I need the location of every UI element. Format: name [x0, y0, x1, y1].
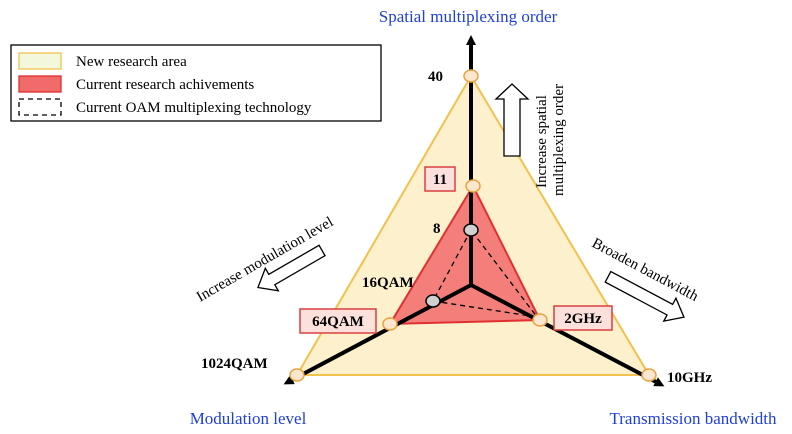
marker-bandwidth-max	[641, 368, 657, 382]
label-box-spatial	[424, 166, 456, 192]
marker-modulation-current	[382, 317, 398, 331]
axis-title-modulation: Modulation level	[190, 409, 307, 428]
legend-label-new-area: New research area	[76, 54, 187, 70]
legend: New research area Current research achiv…	[10, 44, 382, 122]
arrow-increase-modulation-icon	[257, 244, 326, 292]
marker-spatial-oam	[463, 223, 479, 237]
label-spatial-oam: 8	[433, 221, 441, 237]
arrow-label-spatial-line1: Increase spatial	[534, 95, 550, 188]
axis-bandwidth	[470, 283, 665, 387]
current-research-achievements	[388, 183, 542, 326]
label-box-bandwidth	[553, 305, 613, 331]
marker-modulation-oam	[425, 294, 441, 308]
legend-label-current: Current research achivements	[76, 77, 254, 93]
label-bandwidth-max: 10GHz	[667, 370, 712, 386]
marker-spatial-max	[463, 69, 479, 83]
arrow-broaden-bandwidth-icon	[604, 270, 685, 323]
axis-title-spatial: Spatial multiplexing order	[379, 7, 558, 26]
arrow-label-spatial-line2: multiplexing order	[551, 84, 567, 196]
label-bandwidth-current: 2GHz	[564, 311, 602, 327]
marker-bandwidth-current	[532, 313, 548, 327]
marker-spatial-current	[465, 179, 481, 193]
arrow-increase-spatial-icon	[494, 83, 530, 157]
label-box-modulation	[299, 308, 377, 334]
marker-modulation-max	[289, 368, 305, 382]
label-spatial-current: 11	[433, 172, 447, 188]
label-spatial-max: 40	[428, 69, 443, 85]
label-modulation-max: 1024QAM	[201, 356, 268, 372]
label-modulation-oam: 16QAM	[362, 275, 414, 291]
label-modulation-current: 64QAM	[312, 314, 364, 330]
legend-swatch-current	[18, 75, 62, 93]
axis-title-bandwidth: Transmission bandwidth	[609, 409, 777, 428]
current-oam-technology	[431, 228, 539, 318]
legend-swatch-dashed	[18, 98, 62, 116]
legend-frame	[10, 44, 382, 122]
legend-label-dashed: Current OAM multiplexing technology	[76, 100, 312, 116]
legend-swatch-new-area	[18, 52, 62, 70]
